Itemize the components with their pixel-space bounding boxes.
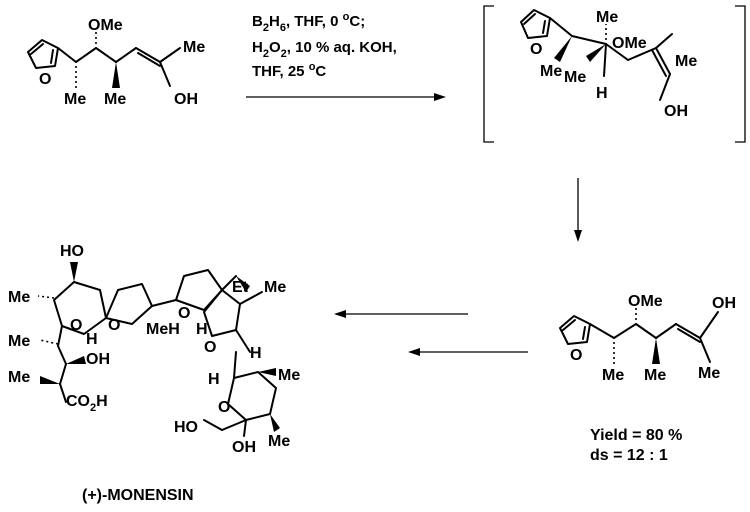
- hydrogen-label: H: [208, 371, 220, 388]
- hydroxyl-label: OH: [232, 439, 256, 456]
- reagent-line-2: H2O2, 10 % aq. KOH,: [252, 39, 397, 60]
- methyl-label: Me: [183, 39, 205, 56]
- hydroxyl-label: HO: [174, 419, 198, 436]
- methyl-label: Me: [104, 91, 126, 108]
- reagent-line-3: THF, 25 oC: [252, 61, 326, 80]
- wedge-bond: [112, 62, 120, 88]
- hydroxyl-label: OH: [712, 295, 736, 312]
- left-bracket: [483, 5, 494, 143]
- hydrogen-label: H: [596, 85, 608, 102]
- furan-ring: [27, 39, 59, 69]
- methyl-label: Me: [8, 289, 30, 306]
- starting-material: O Me OMe Me Me OH: [27, 17, 205, 108]
- ring-oxygen: O: [178, 305, 190, 322]
- methyl-label: Me: [698, 365, 720, 382]
- ring-oxygen: O: [108, 317, 120, 334]
- product: O Me OMe Me OH Me Yield = 80 % ds = 12 :…: [559, 293, 736, 464]
- hydrogen-label: H: [250, 345, 262, 362]
- ds-label: ds = 12 : 1: [590, 447, 668, 464]
- ring-oxygen: O: [204, 339, 216, 356]
- furan-ring: [559, 315, 591, 345]
- ring-e: [227, 371, 277, 421]
- methyl-label: Me: [8, 333, 30, 350]
- ring-d: [203, 289, 241, 337]
- furan-ring: [520, 9, 551, 39]
- yield-label: Yield = 80 %: [590, 427, 682, 444]
- methyl-label: Me: [540, 63, 562, 80]
- methyl-label: Me: [264, 279, 286, 296]
- ring-b: [105, 283, 153, 325]
- methyl-label: Me: [644, 367, 666, 384]
- methoxy-label: OMe: [88, 17, 123, 34]
- ring-oxygen: O: [218, 399, 230, 416]
- hydroxyl-label: OH: [86, 351, 110, 368]
- right-bracket: [735, 5, 746, 143]
- reagents-block: B2H6, THF, 0 oC; H2O2, 10 % aq. KOH, THF…: [246, 11, 446, 101]
- hydroxyl-label: HO: [60, 243, 84, 260]
- methoxy-label: OMe: [628, 293, 663, 310]
- intermediate: O Me Me OMe Me H Me OH: [483, 5, 746, 143]
- hydroxyl-label: OH: [664, 103, 688, 120]
- ring-c: [175, 269, 223, 311]
- hydrogen-label: H: [86, 331, 98, 348]
- furan-oxygen: O: [530, 41, 542, 58]
- compound-name: (+)-MONENSIN: [82, 487, 194, 504]
- furan-oxygen: O: [570, 347, 582, 364]
- ethyl-label: Et: [232, 279, 249, 296]
- methyl-label: Me: [268, 433, 290, 450]
- methyl-label: Me: [602, 367, 624, 384]
- monensin-structure: HO Me O H O MeH O Et H Me O H H Me O Me …: [8, 243, 300, 504]
- ring-oxygen: O: [70, 317, 82, 334]
- hydroxyl-label: OH: [174, 91, 198, 108]
- furan-oxygen: O: [39, 71, 51, 88]
- methyl-label: Me: [64, 91, 86, 108]
- methyl-label: Me: [675, 53, 697, 70]
- reagent-line-1: B2H6, THF, 0 oC;: [252, 11, 365, 34]
- methoxy-label: OMe: [612, 35, 647, 52]
- methyl-label: Me: [596, 9, 618, 26]
- hydrogen-label: H: [196, 321, 208, 338]
- methyl-hydrogen-label: MeH: [146, 321, 180, 338]
- carboxylic-acid-label: CO2H: [66, 393, 108, 414]
- methyl-label: Me: [8, 369, 30, 386]
- methyl-label: Me: [278, 367, 300, 384]
- methyl-label: Me: [564, 69, 586, 86]
